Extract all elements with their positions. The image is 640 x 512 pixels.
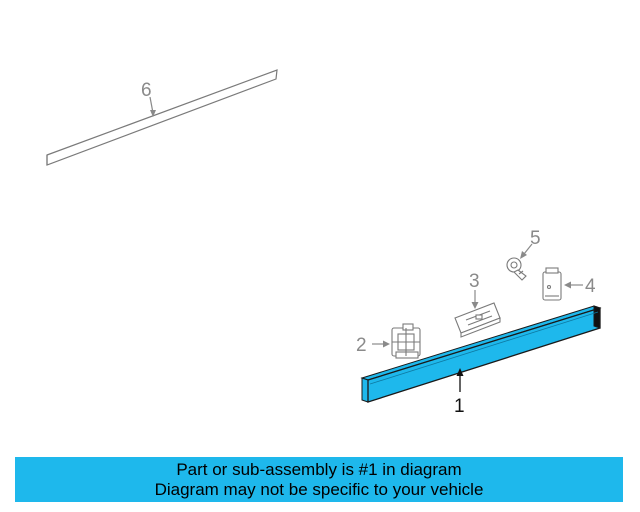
part-2-clip-bracket[interactable] bbox=[391, 323, 421, 359]
callout-1-label: 1 bbox=[454, 396, 465, 417]
callout-6-arrow bbox=[149, 96, 156, 117]
callout-4-label: 4 bbox=[585, 276, 596, 297]
callout-1-arrow bbox=[456, 368, 464, 392]
part-5-fastener[interactable] bbox=[506, 257, 527, 281]
callout-6-label: 6 bbox=[141, 80, 152, 101]
parts-diagram: 6 1 2 3 bbox=[46, 69, 602, 417]
callout-3-arrow bbox=[471, 290, 479, 309]
info-banner: Part or sub-assembly is #1 in diagram Di… bbox=[15, 457, 623, 502]
callout-5-arrow bbox=[520, 243, 533, 259]
callout-3-label: 3 bbox=[469, 271, 480, 292]
banner-line-1: Part or sub-assembly is #1 in diagram bbox=[176, 459, 462, 479]
callout-2-arrow bbox=[372, 340, 390, 348]
part-4-end-clip[interactable] bbox=[542, 267, 562, 301]
part-6-upper-molding[interactable] bbox=[46, 69, 278, 166]
callout-4-arrow bbox=[564, 281, 583, 289]
banner-line-2: Diagram may not be specific to your vehi… bbox=[154, 479, 484, 499]
callout-2-label: 2 bbox=[356, 335, 367, 356]
part-3-retainer-clip[interactable] bbox=[454, 302, 501, 338]
callout-5-label: 5 bbox=[530, 228, 541, 249]
part-1-main-molding[interactable] bbox=[360, 305, 602, 403]
